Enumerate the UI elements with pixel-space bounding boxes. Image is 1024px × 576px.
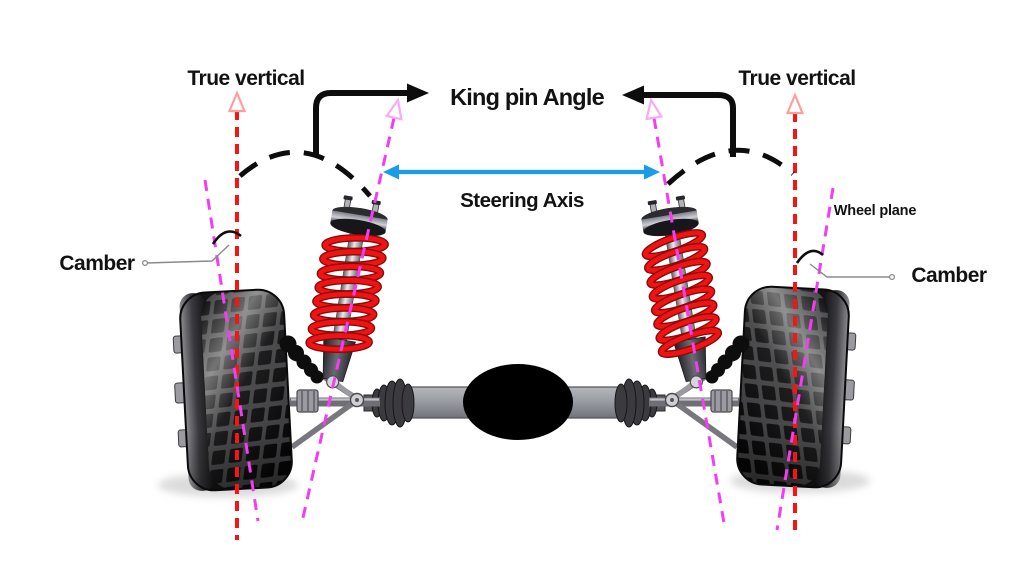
steering-axis-line-left — [300, 117, 396, 523]
label-camber-left: Camber — [59, 252, 135, 275]
kingpin-arc-left — [238, 149, 372, 198]
steering-axis-arrow-head-right — [644, 164, 660, 180]
true-vertical-arrowhead-right — [786, 93, 804, 115]
wheel-plane-line-right — [775, 187, 835, 531]
label-steering-axis: Steering Axis — [460, 189, 584, 212]
right-wheel — [734, 284, 861, 491]
right-strut-spring — [636, 193, 728, 392]
left-strut-spring — [301, 193, 393, 392]
kingpin-pointer-right — [622, 85, 736, 157]
steering-axis-arrow-head-left — [383, 164, 399, 180]
label-king-pin-angle: King pin Angle — [450, 84, 604, 110]
wheel-plane-line-left — [203, 179, 260, 522]
label-true-vertical-right: True vertical — [738, 67, 855, 90]
camber-arc-left — [211, 230, 242, 245]
kingpin-pointer-left-head — [407, 83, 429, 103]
axle-assembly — [363, 364, 666, 440]
camber-leader-right — [809, 263, 890, 278]
left-wheel — [168, 287, 295, 494]
steering-axis-line-right — [652, 117, 726, 524]
true-vertical-arrowhead-left — [228, 91, 246, 113]
label-camber-right: Camber — [911, 264, 987, 287]
steering-axis-arrow — [383, 164, 660, 180]
label-wheel-plane: Wheel plane — [834, 203, 917, 219]
kingpin-pointer-right-head — [622, 85, 644, 105]
camber-leader-dot-right — [888, 273, 896, 281]
camber-arc-right — [795, 249, 824, 264]
camber-leader-dot-left — [141, 259, 149, 267]
camber-leader-left — [145, 244, 230, 264]
steering-axis-arrowhead-right — [642, 97, 663, 121]
differential — [463, 364, 573, 440]
kingpin-pointer-left — [313, 83, 429, 157]
label-true-vertical-left: True vertical — [187, 67, 304, 90]
steering-axis-arrowhead-left — [385, 97, 407, 121]
